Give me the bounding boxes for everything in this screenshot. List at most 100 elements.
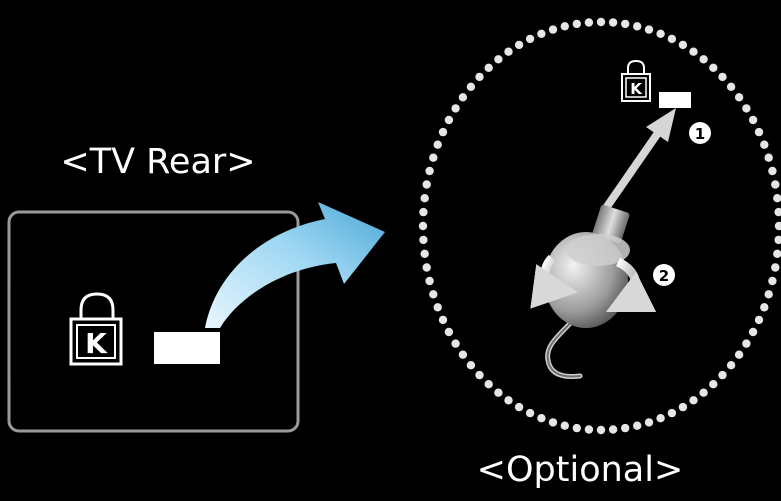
ring-dot [754,127,764,137]
small-lock-letter: K [630,80,643,98]
step-1-badge: 1 [689,122,711,144]
ring-dot [760,140,769,149]
ring-dot [418,221,428,231]
ring-dot [773,249,781,258]
ring-dot [514,40,524,50]
ring-dot [764,153,773,162]
ring-dot [773,194,781,203]
step-2-badge: 2 [653,264,675,286]
lock-slot [154,332,220,364]
ring-dot [764,290,773,299]
ring-dot [548,25,558,34]
ring-dot [525,408,535,418]
ring-dot [504,47,513,56]
ring-dot [699,388,708,397]
ring-dot [419,235,428,245]
ring-dot [754,315,764,325]
ring-dot [484,380,493,389]
curved-arrow-icon [205,202,385,328]
ring-dot [644,25,654,34]
ring-dot [560,421,569,430]
ring-dot [419,207,428,217]
ring-dot [494,388,503,397]
ring-dot [444,327,454,337]
ring-dot [748,327,758,337]
ring-dot [433,303,442,312]
ring-dot [584,425,594,434]
ring-dot [420,194,429,203]
ring-dot [742,104,751,113]
dotted-circle [418,17,781,435]
optional-label: <Optional> [476,450,684,490]
ring-dot [608,18,618,27]
ring-dot [494,55,503,64]
lock-letter: K [85,327,108,360]
ring-dot [689,47,698,56]
ring-dot [678,402,688,412]
kensington-lock-icon: K [69,292,123,366]
ring-dot [742,339,751,348]
ring-dot [726,82,736,92]
ring-dot [608,425,618,434]
ring-dot [689,396,698,405]
ring-dot [429,290,438,299]
ring-dot [525,34,535,44]
ring-dot [466,361,476,370]
ring-dot [438,127,448,137]
ring-dot [596,17,606,27]
ring-dot [667,34,677,44]
ring-dot [734,350,744,359]
ring-dot [748,115,758,125]
ring-dot [774,207,781,217]
ring-dot [475,370,484,380]
ring-dot [718,370,727,380]
ring-dot [548,418,558,427]
ring-dot [537,414,546,423]
ring-dot [422,180,431,189]
ring-dot [572,423,581,433]
ring-dot [768,166,777,176]
ring-dot [709,380,718,389]
ring-dot [451,339,460,348]
ring-dot [444,115,454,125]
ring-dot [656,29,665,38]
ring-dot [458,93,468,102]
ring-dot [433,140,442,149]
ring-dot [514,402,524,412]
ring-dot [422,263,431,272]
ring-dot [438,315,448,325]
ring-dot [475,72,484,82]
ring-dot [425,276,434,286]
ring-dot [621,19,630,29]
ring-dot [537,29,546,38]
ring-dot [429,153,438,162]
small-lock-icon: K [621,59,651,102]
ring-dot [504,396,513,405]
step-2-number: 2 [659,267,669,285]
ring-dot [560,22,569,31]
ring-dot [726,361,736,370]
small-lock-slot [659,92,691,108]
ring-dot [596,425,606,435]
ring-dot [768,276,777,286]
ring-dot [466,82,476,92]
step-1-number: 1 [695,125,705,143]
ring-dot [699,55,708,64]
ring-dot [484,63,493,72]
ring-dot [667,408,677,418]
ring-dot [644,418,654,427]
ring-dot [771,263,780,272]
ring-dot [451,104,460,113]
ring-dot [771,180,780,189]
ring-dot [774,235,781,245]
insert-arrow [602,108,676,211]
ring-dot [621,423,630,433]
ring-dot [718,72,727,82]
ring-dot [458,350,468,359]
ring-dot [572,19,581,29]
ring-dot [760,303,769,312]
ring-dot [709,63,718,72]
ring-dot [420,249,429,258]
